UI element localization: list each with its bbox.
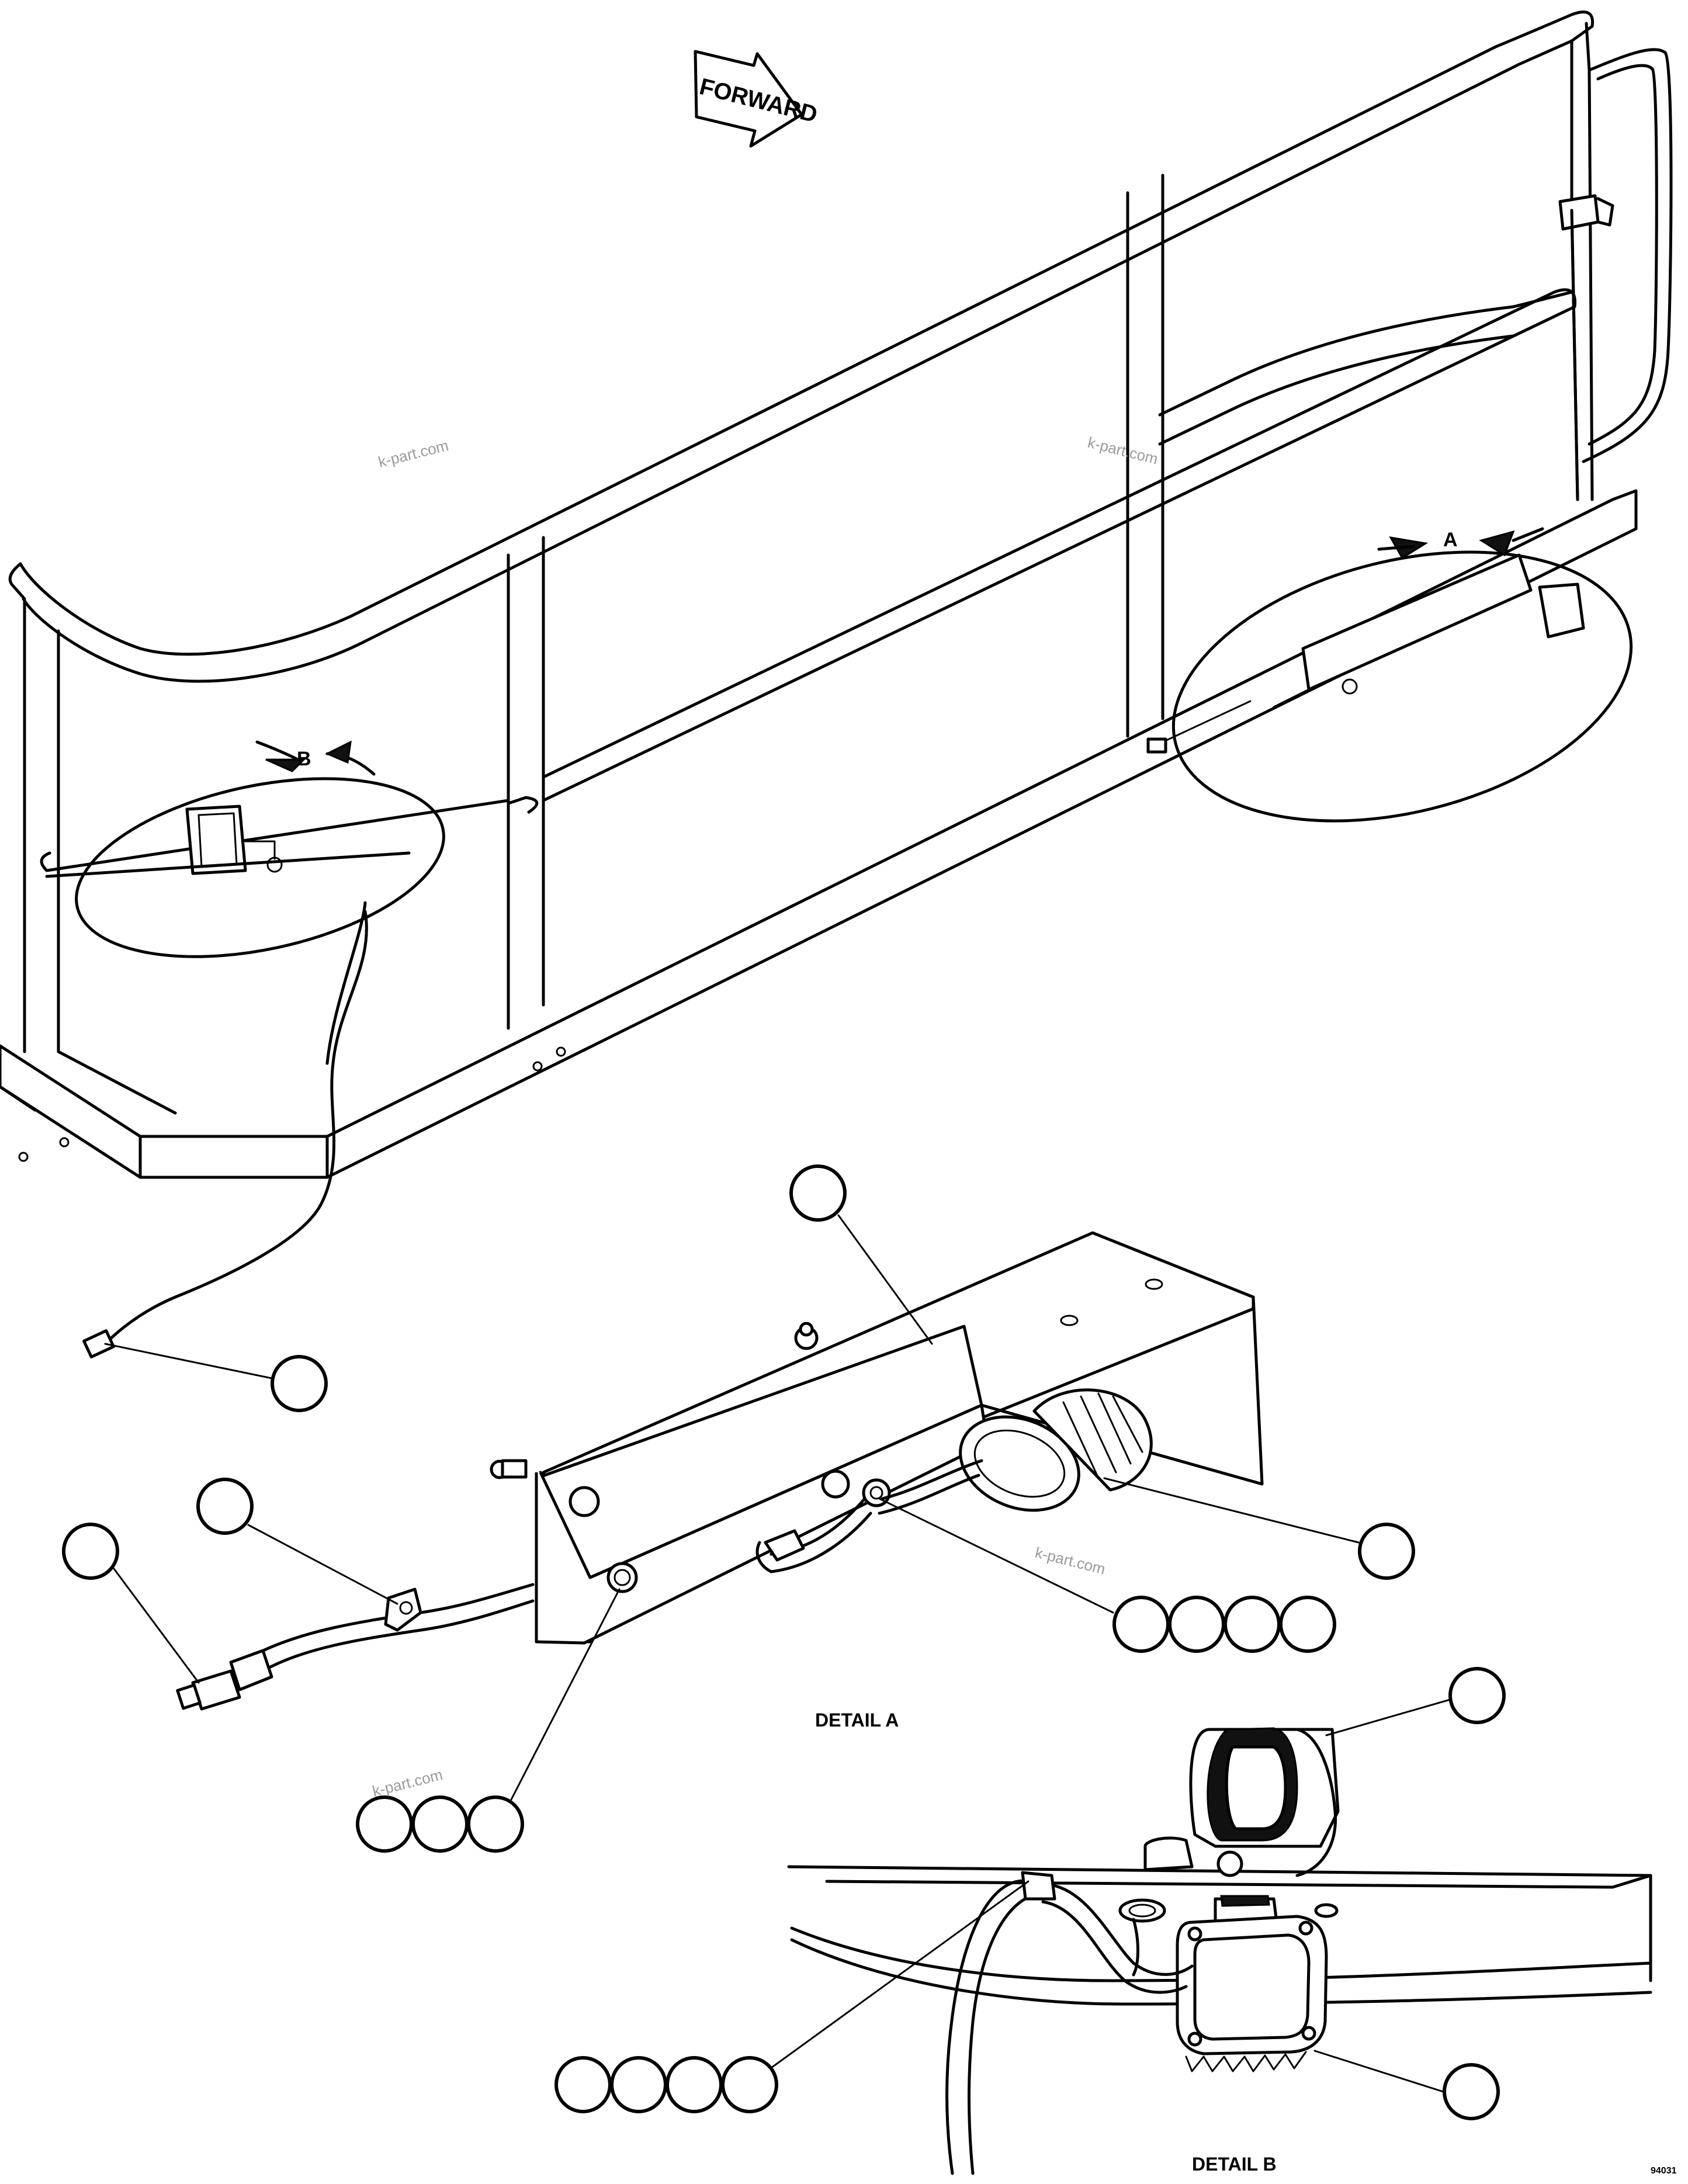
detail-a-connector	[176, 1649, 273, 1711]
base-channel	[0, 489, 1638, 1179]
callout-bubble	[356, 1795, 413, 1853]
callout-bubble	[610, 2056, 667, 2113]
detail-b: DETAIL B 94031	[787, 1727, 1677, 2176]
watermarks: k-part.com k-part.com k-part.com k-part.…	[370, 434, 1160, 1800]
watermark: k-part.com	[376, 436, 450, 471]
detail-a: DETAIL A	[176, 1231, 1264, 1731]
watermark: k-part.com	[370, 1766, 444, 1800]
view-a-callout: A	[1146, 527, 1633, 823]
callout-bubble	[1279, 1596, 1336, 1653]
right-post	[1126, 174, 1164, 738]
callout-bubble	[1448, 1667, 1506, 1724]
callout-bubble	[1223, 1596, 1281, 1653]
top-handrail	[19, 11, 1595, 683]
left-post	[23, 600, 60, 1053]
callout-bubble	[1358, 1523, 1415, 1580]
forward-arrow: FORWARD	[694, 50, 820, 148]
watermark: k-part.com	[1034, 1544, 1107, 1578]
callout-bubble	[411, 1795, 469, 1853]
view-b-label: B	[297, 748, 311, 770]
callout-bubble	[1112, 1596, 1170, 1653]
left-harness-cable	[103, 910, 368, 1346]
detail-a-clip	[384, 1587, 422, 1632]
callout-bubbles	[62, 1164, 1506, 2120]
detail-b-caption: DETAIL B	[1192, 2154, 1277, 2175]
callout-bubble	[1443, 2063, 1500, 2120]
detail-a-bolt-left	[490, 1459, 528, 1479]
callout-bubble	[789, 1164, 847, 1222]
callout-bubble	[62, 1523, 119, 1580]
railing-assembly	[0, 11, 1673, 1179]
callout-bubble	[721, 2056, 778, 2113]
detail-a-work-light	[959, 1388, 1153, 1512]
callout-bubble	[666, 2056, 723, 2113]
view-a-label: A	[1443, 529, 1458, 551]
callout-bubble	[1168, 1596, 1225, 1653]
detail-a-bolt-lower	[606, 1562, 638, 1593]
watermark: k-part.com	[1086, 434, 1160, 468]
middle-post	[507, 536, 545, 1030]
detail-b-light-side-view	[1143, 1727, 1340, 1877]
callout-bubble	[554, 2056, 612, 2113]
detail-b-harness	[945, 1879, 1048, 2175]
callout-bubble	[271, 1355, 328, 1412]
view-b-callout: B	[45, 740, 445, 958]
leader-lines	[104, 1214, 1453, 2093]
detail-a-bolt-top	[794, 1322, 819, 1350]
left-connector	[82, 1329, 115, 1358]
callout-bubble	[467, 1795, 524, 1853]
drawing-number: 94031	[1651, 2166, 1677, 2176]
detail-b-light-front-view	[1176, 1895, 1328, 2072]
callout-bubble	[196, 1478, 254, 1535]
detail-a-caption: DETAIL A	[815, 1710, 899, 1731]
